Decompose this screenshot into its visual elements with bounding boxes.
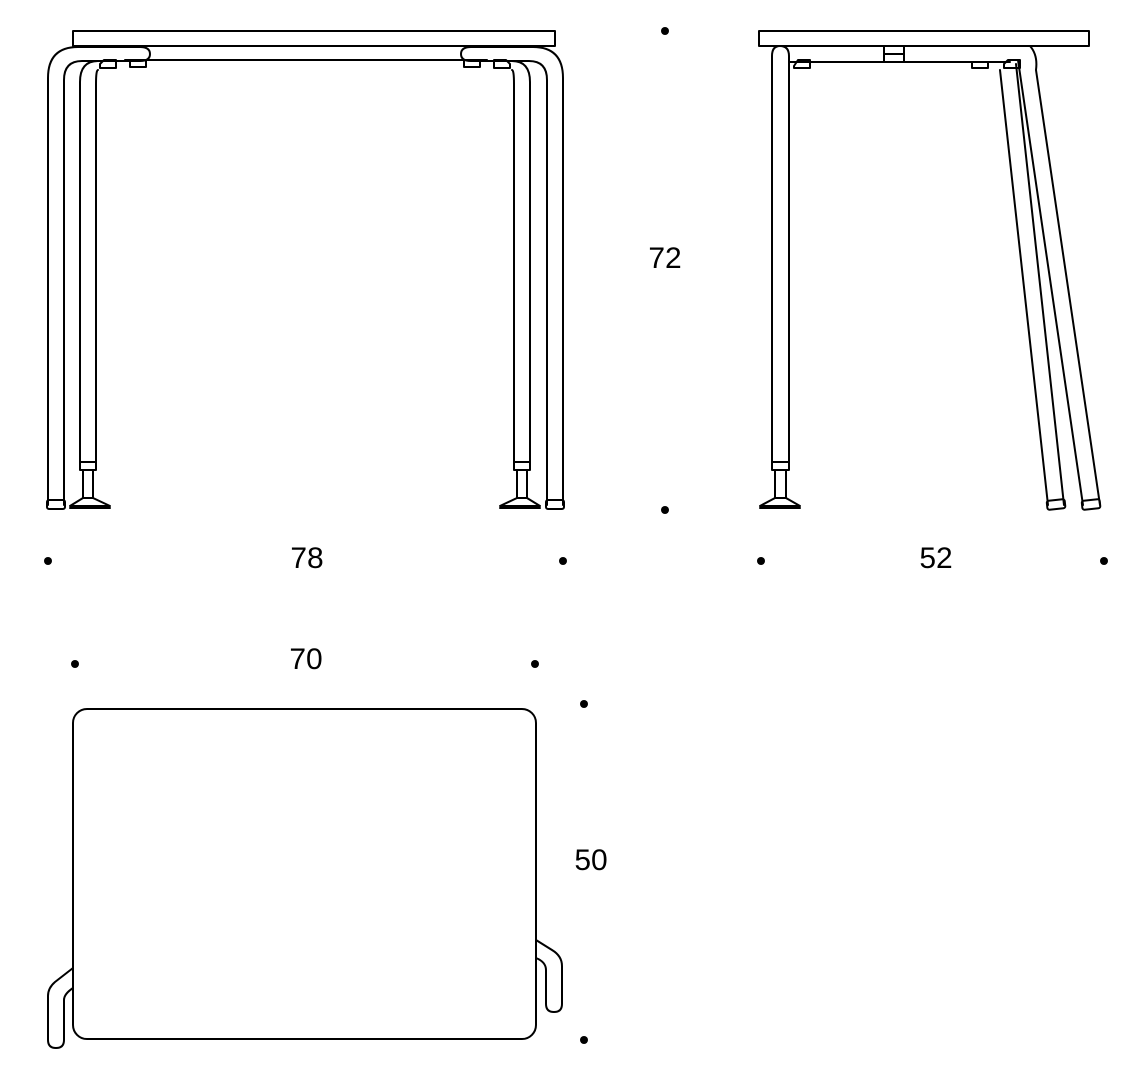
front-right-glide	[499, 497, 541, 507]
front-right-glide-stem	[516, 469, 528, 499]
dim-dot-side-left	[757, 557, 765, 565]
top-view	[47, 708, 563, 1049]
front-left-glide	[69, 497, 111, 507]
side-right-clip	[1003, 59, 1021, 69]
front-right-outer-foot	[545, 499, 565, 510]
side-glide	[759, 497, 801, 507]
front-left-bracket	[129, 59, 147, 68]
front-left-leg-sleeve	[79, 461, 97, 471]
front-width-label: 78	[290, 542, 324, 575]
side-vertical-leg	[771, 45, 790, 463]
side-slanted-leg-outer	[1017, 45, 1101, 506]
front-left-outer-foot	[46, 499, 66, 510]
top-depth-label: 50	[574, 844, 608, 877]
front-view	[46, 30, 565, 510]
dim-dot-depth-bottom	[580, 1036, 588, 1044]
side-left-clip	[793, 59, 811, 69]
front-right-bracket	[463, 59, 481, 68]
side-right-bracket	[971, 61, 989, 69]
dim-dot-side-right	[1100, 557, 1108, 565]
dim-dot-top-left	[71, 660, 79, 668]
front-right-leg-sleeve	[513, 461, 531, 471]
dim-dot-front-left	[44, 557, 52, 565]
front-left-outer-leg	[47, 46, 151, 506]
side-view	[758, 30, 1102, 511]
front-left-inner-leg	[79, 60, 99, 463]
front-left-clip	[99, 59, 117, 69]
dim-dot-top-right	[531, 660, 539, 668]
top-tabletop	[72, 708, 537, 1040]
dim-dot-front-right	[559, 557, 567, 565]
front-right-clip	[493, 59, 511, 69]
side-slanted-foot-inner	[1045, 498, 1067, 511]
top-left-leg-tube	[47, 967, 74, 1049]
top-right-leg-tube	[535, 939, 563, 1013]
side-slanted-leg-inner	[999, 63, 1065, 506]
front-tabletop	[72, 30, 556, 47]
height-label: 72	[648, 242, 682, 275]
side-depth-label: 52	[919, 542, 953, 575]
side-slanted-foot-outer	[1080, 498, 1102, 511]
side-glide-stem	[774, 469, 787, 499]
front-right-outer-leg	[460, 46, 564, 506]
side-tabletop	[758, 30, 1090, 47]
front-left-glide-stem	[82, 469, 94, 499]
dim-dot-height-top	[661, 27, 669, 35]
front-right-inner-leg	[511, 60, 531, 463]
dim-dot-height-bottom	[661, 506, 669, 514]
dim-dot-depth-top	[580, 700, 588, 708]
side-leg-sleeve	[771, 461, 790, 471]
top-width-label: 70	[289, 643, 323, 676]
